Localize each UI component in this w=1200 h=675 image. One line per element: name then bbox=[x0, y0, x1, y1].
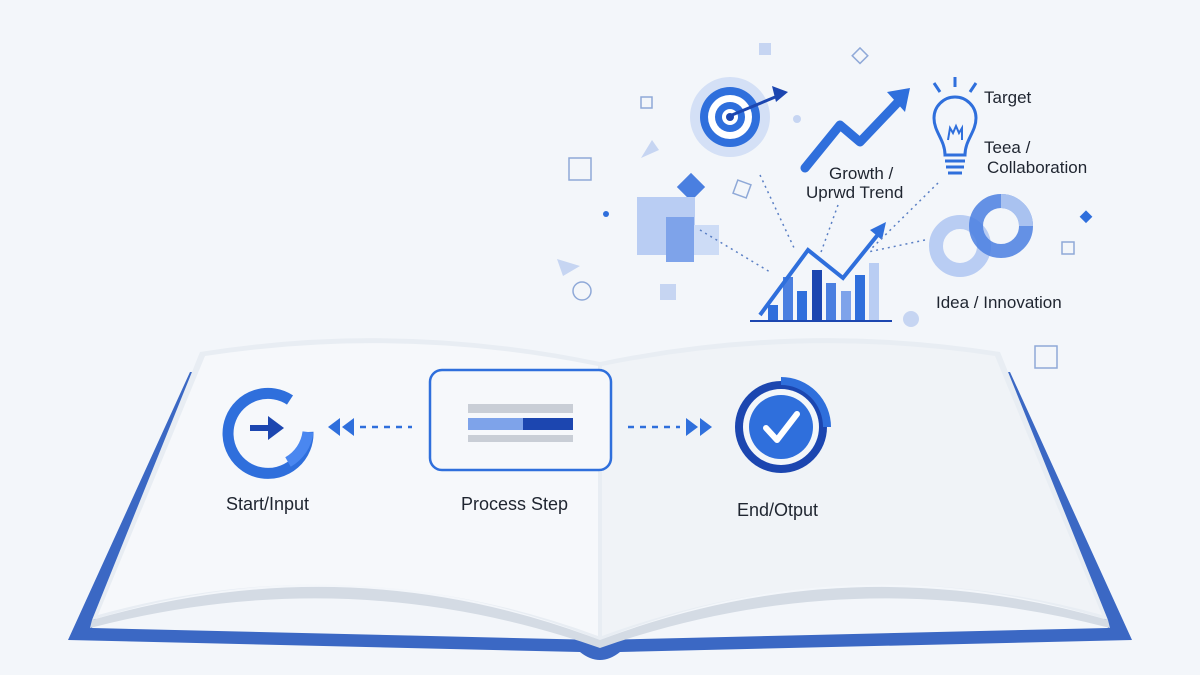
arrow-right-dashed bbox=[628, 418, 712, 436]
bar-chart-icon bbox=[750, 222, 892, 322]
team-label-line2: Collaboration bbox=[987, 158, 1087, 177]
end-output-label: End/Otput bbox=[737, 500, 818, 520]
idea-label: Idea / Innovation bbox=[936, 293, 1062, 312]
process-step-box bbox=[428, 368, 613, 472]
lightbulb-icon bbox=[932, 77, 978, 175]
start-input-label: Start/Input bbox=[226, 494, 309, 514]
end-output-check-icon bbox=[735, 377, 831, 473]
target-label: Target bbox=[984, 88, 1032, 107]
arrow-left-dashed bbox=[328, 418, 412, 436]
process-step-label: Process Step bbox=[461, 494, 568, 514]
decorative-shapes bbox=[557, 43, 1093, 369]
team-label-line1: Teea / bbox=[984, 138, 1031, 157]
connector-lines bbox=[699, 174, 939, 273]
open-book bbox=[68, 338, 1132, 660]
start-input-icon bbox=[222, 387, 314, 479]
idea-rings-icon bbox=[929, 194, 1033, 277]
growth-arrow-icon bbox=[800, 88, 910, 173]
target-icon bbox=[690, 77, 788, 157]
growth-label-line1: Growth / bbox=[829, 164, 894, 183]
growth-label-line2: Uprwd Trend bbox=[806, 183, 903, 202]
